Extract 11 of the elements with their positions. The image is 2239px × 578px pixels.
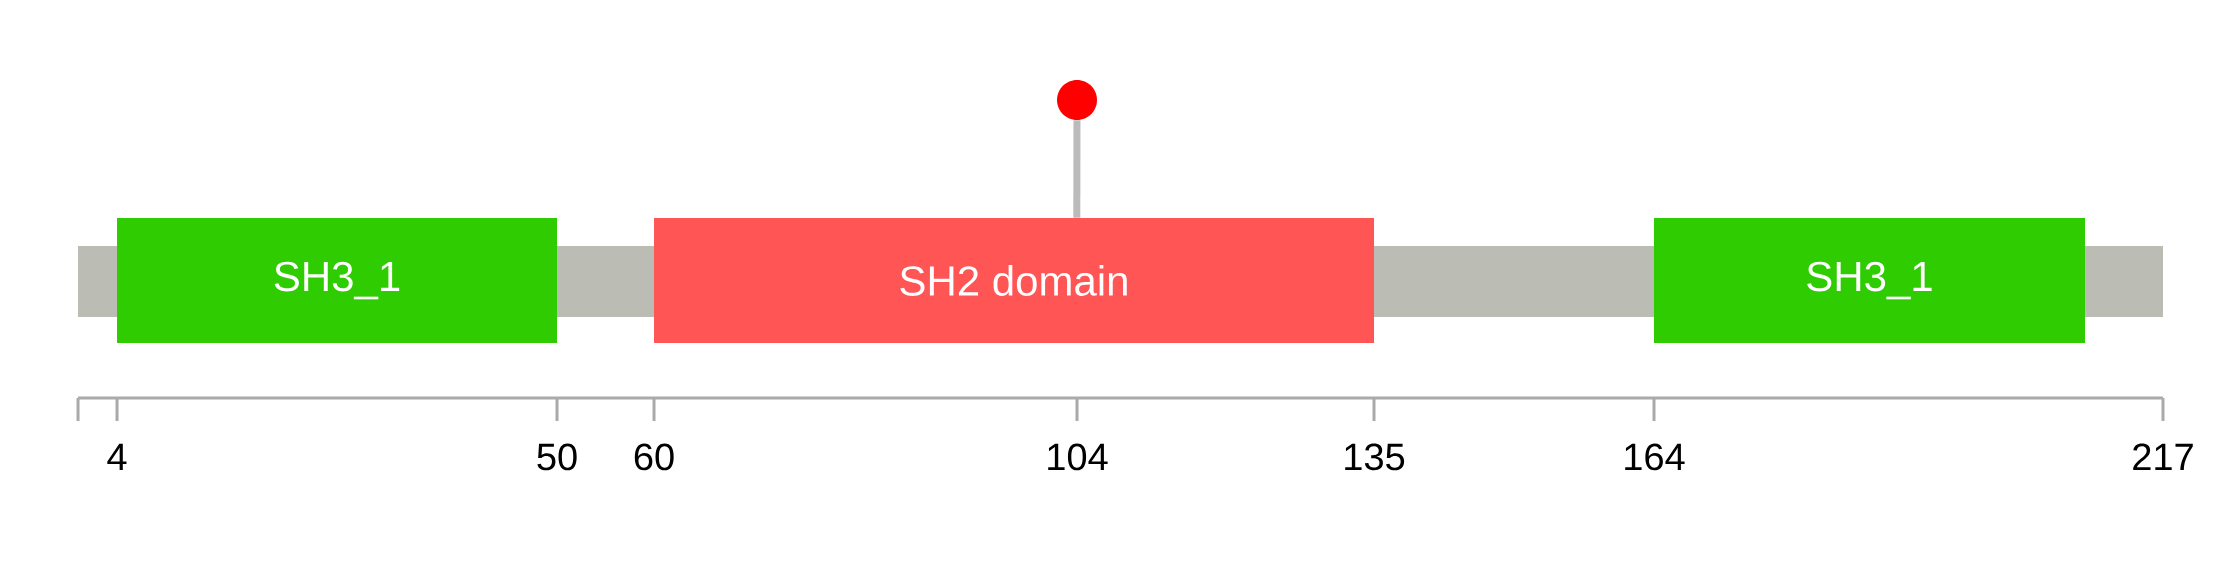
tick-label: 217 [2133,443,2193,470]
tick-label: 50 [537,443,577,471]
tick-label: 104 [1048,443,1108,471]
site-dot [1057,80,1097,120]
tick-label: 135 [1345,443,1405,471]
tick-label: 4 [107,443,127,470]
tick-label: 60 [634,443,674,471]
domain-box: SH3_1 [1654,218,2085,343]
domain-box: SH2 domain [654,218,1374,343]
domain-box: SH3_1 [117,218,557,343]
tick-label: 164 [1625,443,1685,471]
